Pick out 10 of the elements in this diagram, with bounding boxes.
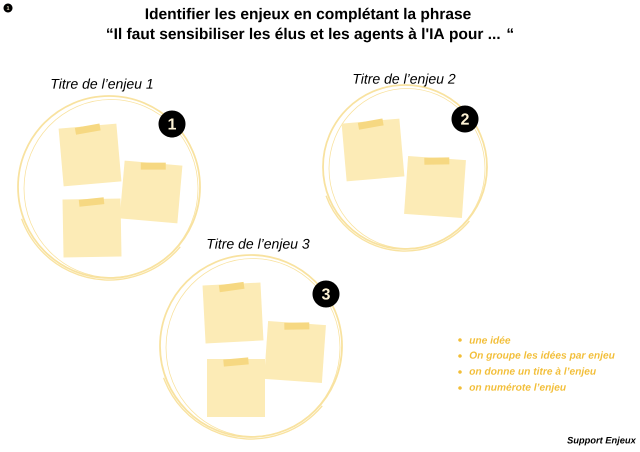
group-title: Titre de l’enjeu 1 xyxy=(52,78,152,92)
title: Identifier les enjeux en complétant la phrase xyxy=(146,8,471,22)
group-title: Titre de l’enjeu 3 xyxy=(208,238,310,252)
subtitle: “Il faut sensibiliser les élus et les agents à l'IA pour ... “ xyxy=(107,28,513,42)
group-title: Titre de l’enjeu 2 xyxy=(354,73,456,87)
footer-text: Support Enjeux xyxy=(567,436,636,446)
instruction-text: on donne un titre à l’enjeu xyxy=(470,367,596,377)
instruction-text: une idée xyxy=(470,336,510,344)
instruction-text: On groupe les idées par enjeu xyxy=(470,351,615,361)
instruction-text: on numérote l’enjeu xyxy=(470,383,566,393)
